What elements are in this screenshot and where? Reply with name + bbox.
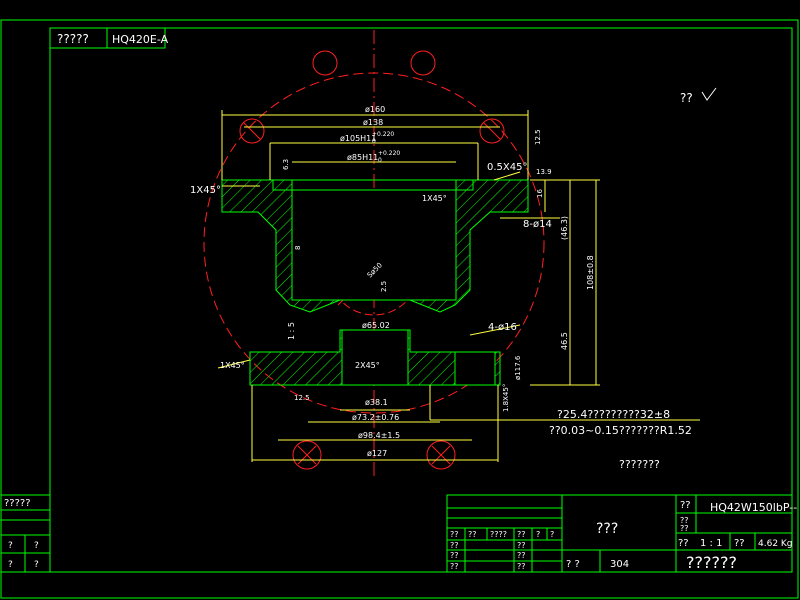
- dim-46-5: 46.5: [560, 332, 569, 350]
- inner-frame: [49, 27, 793, 573]
- dim-d138: ø138: [363, 118, 383, 127]
- dim-chamfer-2x45: 2X45°: [355, 361, 380, 370]
- dim-d105-tol-top: +0.220: [372, 131, 394, 138]
- dim-d38: ø38.1: [365, 398, 388, 407]
- title-block-c1: ??: [680, 516, 689, 525]
- dim-chamfer-1x45-low: 1X45°: [220, 361, 245, 370]
- roughness-note: ??: [680, 91, 693, 105]
- left-block-r1b: ?: [34, 541, 39, 551]
- dim-108: 108±0.8: [586, 255, 595, 290]
- hdr-4: ??: [517, 530, 526, 539]
- technical-notes: ?25.4?????????32±8 ??0.03~0.15???????R1.…: [549, 408, 692, 471]
- dim-16: 16: [536, 189, 544, 198]
- dim-chamfer-1x45-mid: 1X45°: [422, 194, 447, 203]
- scale-value: 1 : 1: [700, 538, 722, 549]
- sheet-value: 304: [610, 559, 629, 570]
- dim-chamfer-1x45-top: 1X45°: [190, 185, 221, 196]
- outer-frame: [0, 19, 799, 599]
- drawing-number: HQ42W150lbP--: [710, 501, 797, 514]
- title-tag-right: HQ420E-A: [112, 33, 169, 46]
- dim-46-3: (46.3): [560, 216, 569, 240]
- left-block-r2a: ?: [8, 560, 13, 570]
- part-section: [221, 179, 529, 386]
- dim-holes-8: 8-ø14: [523, 219, 552, 230]
- dim-d73: ø73.2±0.76: [352, 413, 399, 422]
- hdr-1: ??: [450, 530, 459, 539]
- left-block-r1a: ?: [8, 541, 13, 551]
- dimension-lines: [217, 110, 700, 462]
- dim-8: 8: [294, 246, 302, 250]
- dim-chamfer-05: 0.5X45°: [487, 162, 527, 173]
- title-block: [446, 494, 793, 573]
- left-block: [0, 494, 51, 573]
- dim-d127: ø127: [367, 449, 387, 458]
- weight-label: ??: [734, 538, 745, 549]
- note-line-1: ?25.4?????????32±8: [557, 408, 670, 421]
- dim-d105: ø105H11: [340, 134, 376, 143]
- hdr-3: ????: [490, 530, 507, 539]
- title-block-label-a: ??: [680, 500, 691, 511]
- dim-d85-tol-top: +0.220: [378, 150, 400, 157]
- note-line-2: ??0.03~0.15???????R1.52: [549, 424, 692, 437]
- row-5: ??: [450, 562, 459, 571]
- dim-139: 13.9: [536, 168, 552, 176]
- dim-ratio-15: 1 : 5: [287, 322, 296, 340]
- dim-25: 2.5: [380, 281, 388, 292]
- dim-ra-12-5b: 12.5: [294, 394, 310, 402]
- scale-label: ??: [678, 538, 689, 549]
- dim-d65: ø65.02: [362, 321, 390, 330]
- dim-d105-tol-bot: 0: [372, 138, 376, 145]
- sheet-label: ? ?: [566, 559, 580, 570]
- row-4: ??: [517, 551, 526, 560]
- hdr-6: ?: [550, 530, 554, 539]
- weight-value: 4.62 Kg: [758, 539, 793, 549]
- hdr-5: ?: [536, 530, 540, 539]
- part-name: ???: [596, 521, 618, 537]
- dim-117-6: ø117.6: [514, 355, 522, 380]
- hdr-2: ??: [468, 530, 477, 539]
- title-block-c2: ??: [680, 524, 689, 533]
- row-1: ??: [450, 541, 459, 550]
- dim-ra-6-3: 6.3: [282, 159, 290, 170]
- roughness-symbol: [701, 87, 717, 101]
- dimension-texts: ø160 ø138 ø105H11 +0.220 0 ø85H11 +0.220…: [190, 105, 595, 458]
- title-block-header: ?? ?? ???? ?? ? ? ?? ?? ?? ?? ?? ??: [450, 530, 554, 571]
- note-line-3: ???????: [619, 458, 660, 471]
- row-6: ??: [517, 562, 526, 571]
- dim-18: 1.8X45°: [502, 384, 510, 412]
- title-tag-left: ?????: [57, 32, 89, 46]
- dim-d98: ø98.4±1.5: [358, 431, 400, 440]
- row-2: ??: [517, 541, 526, 550]
- row-3: ??: [450, 551, 459, 560]
- dim-d85-tol-bot: 0: [378, 157, 382, 164]
- left-block-r2b: ?: [34, 560, 39, 570]
- dim-d85: ø85H11: [347, 153, 378, 162]
- dim-d160: ø160: [365, 105, 385, 114]
- left-block-title: ?????: [4, 498, 31, 509]
- dim-holes-4: 4-ø16: [488, 322, 517, 333]
- title-tag: ????? HQ420E-A: [49, 27, 169, 49]
- dim-ra-12-5: 12.5: [534, 129, 542, 145]
- company-name: ??????: [686, 553, 737, 572]
